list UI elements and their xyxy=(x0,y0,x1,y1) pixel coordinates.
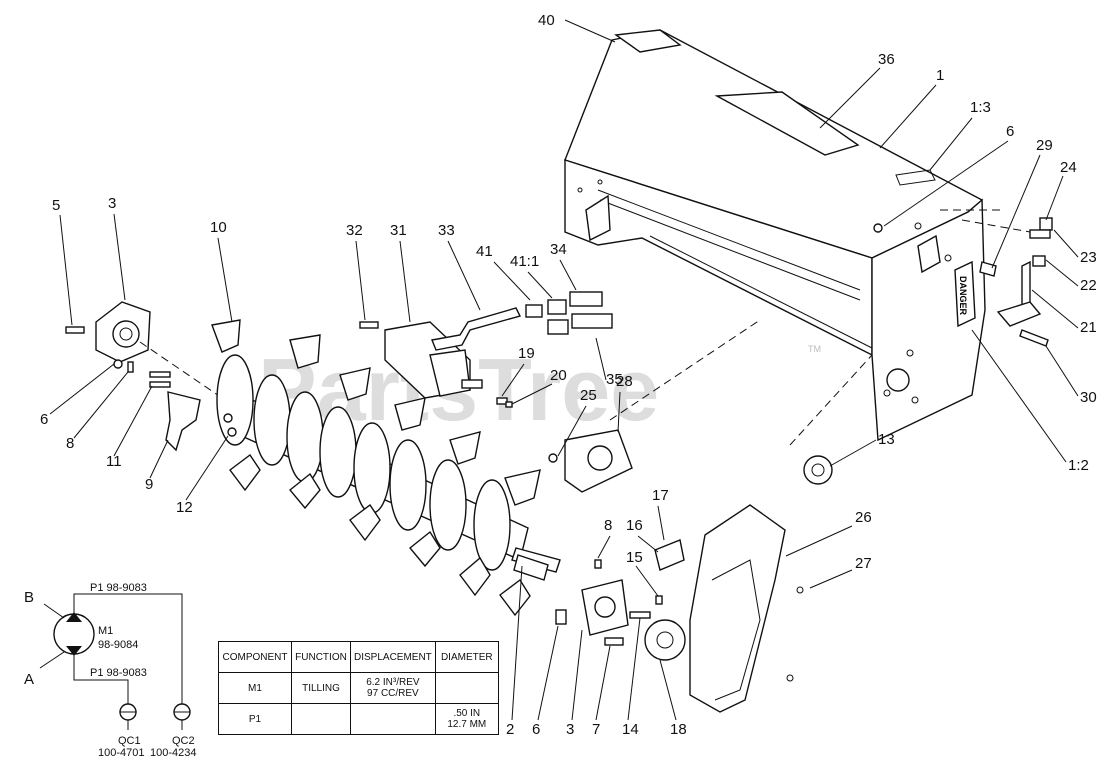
header-function: FUNCTION xyxy=(291,641,351,673)
callout-1-3: 1:3 xyxy=(970,99,991,116)
callout-14: 14 xyxy=(622,721,639,738)
callout-10: 10 xyxy=(210,219,227,236)
callout-15: 15 xyxy=(626,549,643,566)
cell-function xyxy=(291,703,351,735)
bracket-9 xyxy=(149,371,201,452)
p1-top-label: P1 98-9083 xyxy=(90,582,147,594)
chain-cover-26 xyxy=(689,504,804,713)
tine-rotor xyxy=(211,319,561,617)
housing-bolt-6 xyxy=(873,223,883,233)
cell-function: TILLING xyxy=(291,672,351,704)
callout-30: 30 xyxy=(1080,389,1097,406)
callout-6: 6 xyxy=(1006,123,1014,140)
callout-labels: 40 36 1 1:3 6 29 24 23 22 21 30 1:2 13 5… xyxy=(40,12,1097,738)
callout-13: 13 xyxy=(878,431,895,448)
diameter-line-1: .50 IN xyxy=(453,708,481,719)
callout-21: 21 xyxy=(1080,319,1097,336)
qc1-part-label: 100-4701 xyxy=(98,747,145,759)
table-row: P1 .50 IN 12.7 MM xyxy=(218,703,499,735)
tiller-housing: DANGER xyxy=(564,29,986,442)
callout-23: 23 xyxy=(1080,249,1097,266)
callout-20: 20 xyxy=(550,367,567,384)
table-header-row: COMPONENT FUNCTION DISPLACEMENT DIAMETER xyxy=(218,641,499,673)
port-b-label: B xyxy=(24,589,34,606)
tensioner-hardware xyxy=(940,209,1053,347)
qc1-label: QC1 xyxy=(118,735,141,747)
callout-29: 29 xyxy=(1036,137,1053,154)
callout-17: 17 xyxy=(652,487,669,504)
callout-12: 12 xyxy=(176,499,193,516)
callout-35: 35 xyxy=(606,371,623,388)
callout-22: 22 xyxy=(1080,277,1097,294)
lower-drive-assembly xyxy=(513,539,686,661)
callout-40: 40 xyxy=(538,12,555,29)
motor-name-label: M1 xyxy=(98,625,113,637)
callout-7: 7 xyxy=(592,721,600,738)
header-component: COMPONENT xyxy=(218,641,292,673)
callout-25: 25 xyxy=(580,387,597,404)
danger-decal-text: DANGER xyxy=(958,276,968,316)
callout-24: 24 xyxy=(1060,159,1077,176)
hydraulic-schematic: B A P1 98-9083 M1 98-9084 P1 98-9083 QC1… xyxy=(24,582,197,759)
port-a-label: A xyxy=(24,671,34,688)
header-diameter: DIAMETER xyxy=(434,641,499,673)
hydraulic-motor-31 xyxy=(359,291,613,408)
bearing-assembly-3 xyxy=(65,301,226,401)
mount-plate-28 xyxy=(548,319,761,493)
callout-33: 33 xyxy=(438,222,455,239)
displacement-line-1: 6.2 IN³/REV xyxy=(366,677,420,688)
callout-3: 3 xyxy=(108,195,116,212)
component-table: COMPONENT FUNCTION DISPLACEMENT DIAMETER… xyxy=(218,641,499,735)
trademark-mark: TM xyxy=(808,344,821,354)
danger-decal xyxy=(954,260,976,328)
callout-2: 2 xyxy=(506,721,514,738)
callout-41-1: 41:1 xyxy=(510,253,539,270)
motor-part-label: 98-9084 xyxy=(98,639,138,651)
callout-28: 28 xyxy=(616,373,633,390)
housing-decal-40 xyxy=(614,29,682,53)
callout-19: 19 xyxy=(518,345,535,362)
cell-component: M1 xyxy=(218,672,292,704)
callout-8: 8 xyxy=(66,435,74,452)
displacement-line-2: 97 CC/REV xyxy=(367,688,419,699)
cell-diameter xyxy=(434,672,499,704)
callout-9: 9 xyxy=(145,476,153,493)
callout-18: 18 xyxy=(670,721,687,738)
callout-34: 34 xyxy=(550,241,567,258)
p1-bottom-label: P1 98-9083 xyxy=(90,667,147,679)
qc2-label: QC2 xyxy=(172,735,195,747)
cell-diameter: .50 IN 12.7 MM xyxy=(434,703,499,735)
callout-3-lower: 3 xyxy=(566,721,574,738)
diameter-line-2: 12.7 MM xyxy=(447,719,487,730)
callout-16: 16 xyxy=(626,517,643,534)
sprocket-13 xyxy=(789,354,873,485)
housing-decal-36 xyxy=(714,91,860,156)
callout-27: 27 xyxy=(855,555,872,572)
table-row: M1 TILLING 6.2 IN³/REV 97 CC/REV xyxy=(218,672,499,704)
callout-32: 32 xyxy=(346,222,363,239)
callout-11: 11 xyxy=(106,453,122,470)
header-displacement: DISPLACEMENT xyxy=(350,641,436,673)
cell-displacement: 6.2 IN³/REV 97 CC/REV xyxy=(350,672,436,704)
callout-5: 5 xyxy=(52,197,60,214)
qc2-part-label: 100-4234 xyxy=(150,747,197,759)
callout-26: 26 xyxy=(855,509,872,526)
cell-displacement xyxy=(350,703,436,735)
callout-6-lower: 6 xyxy=(532,721,540,738)
callout-31: 31 xyxy=(390,222,407,239)
callout-1-2: 1:2 xyxy=(1068,457,1089,474)
cell-component: P1 xyxy=(218,703,292,735)
callout-8-lower: 8 xyxy=(604,517,612,534)
callout-41: 41 xyxy=(476,243,493,260)
callout-6-left: 6 xyxy=(40,411,48,428)
chain-link-17 xyxy=(654,539,685,571)
callout-36: 36 xyxy=(878,51,895,68)
leader-lines xyxy=(49,19,1079,721)
callout-1: 1 xyxy=(936,67,944,84)
sprocket-18 xyxy=(644,619,686,661)
